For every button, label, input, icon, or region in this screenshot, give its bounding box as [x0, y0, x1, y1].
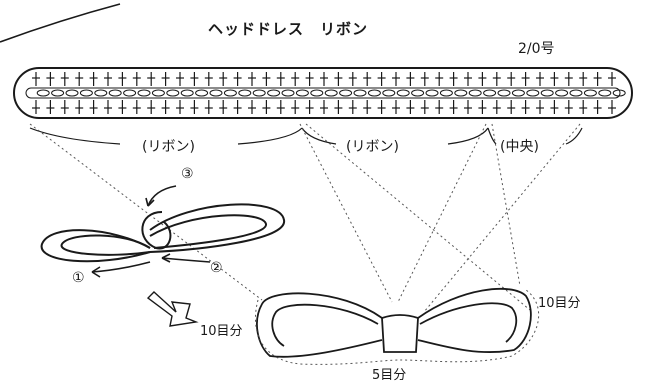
hook-size-label: 2/0号 — [518, 41, 555, 57]
chain-stitch — [209, 89, 223, 97]
brace-ribbon-left — [29, 127, 303, 145]
step-2-marker: ② — [210, 260, 223, 276]
count-label-center-band: 5目分 — [372, 368, 407, 383]
chain-stitch — [411, 89, 425, 97]
chain-stitch — [425, 89, 439, 97]
chain-stitch — [468, 89, 482, 97]
chain-stitch — [339, 89, 353, 97]
guide-lines — [29, 123, 581, 313]
chain-stitch — [555, 89, 569, 97]
chain-stitch — [612, 89, 626, 97]
chain-stitch — [267, 89, 281, 97]
chain-stitch — [396, 89, 410, 97]
crochet-band — [13, 67, 633, 119]
chain-stitch — [439, 89, 453, 97]
chain-row — [25, 87, 621, 99]
decorative-arc — [0, 3, 121, 43]
chain-stitch — [151, 89, 165, 97]
step-1-marker: ① — [72, 270, 85, 286]
section-label-center: (中央) — [500, 139, 539, 155]
chain-stitch — [598, 89, 612, 97]
finished-bow — [256, 287, 532, 358]
hollow-arrow-icon — [146, 291, 199, 327]
count-label-left-loop: 10目分 — [200, 324, 243, 339]
chain-stitch — [166, 89, 180, 97]
chain-stitch — [108, 89, 122, 97]
chain-stitch — [137, 89, 151, 97]
chain-stitch — [382, 89, 396, 97]
chain-stitch — [569, 89, 583, 97]
chain-stitch — [252, 89, 266, 97]
chain-stitch — [223, 89, 237, 97]
stitch-marks — [32, 72, 626, 114]
chain-stitch — [310, 89, 324, 97]
chain-stitch — [123, 89, 137, 97]
chain-stitch — [295, 89, 309, 97]
chain-stitch — [238, 89, 252, 97]
chain-stitch — [583, 89, 597, 97]
chain-stitch — [65, 89, 79, 97]
chain-stitch — [324, 89, 338, 97]
chain-stitch — [526, 89, 540, 97]
step-3-marker: ③ — [181, 166, 194, 182]
chain-stitch — [483, 89, 497, 97]
brace-center — [487, 127, 583, 145]
chain-stitch — [511, 89, 525, 97]
chain-stitch — [454, 89, 468, 97]
pattern-title: ヘッドドレス リボン — [208, 20, 369, 38]
chain-stitch — [281, 89, 295, 97]
chain-stitch — [497, 89, 511, 97]
count-label-right-loop: 10目分 — [538, 296, 581, 311]
chain-stitch — [367, 89, 381, 97]
folding-sketch — [40, 203, 286, 263]
step-arrows — [91, 185, 211, 278]
chain-stitch — [180, 89, 194, 97]
chain-stitch — [94, 89, 108, 97]
section-label-ribbon-middle: (リボン) — [346, 139, 399, 155]
chain-stitch — [540, 89, 554, 97]
section-label-ribbon-left: (リボン) — [142, 139, 195, 155]
chain-stitch — [79, 89, 93, 97]
chain-stitch — [195, 89, 209, 97]
chain-stitch — [51, 89, 65, 97]
chain-stitch — [36, 89, 50, 97]
chain-stitch — [353, 89, 367, 97]
